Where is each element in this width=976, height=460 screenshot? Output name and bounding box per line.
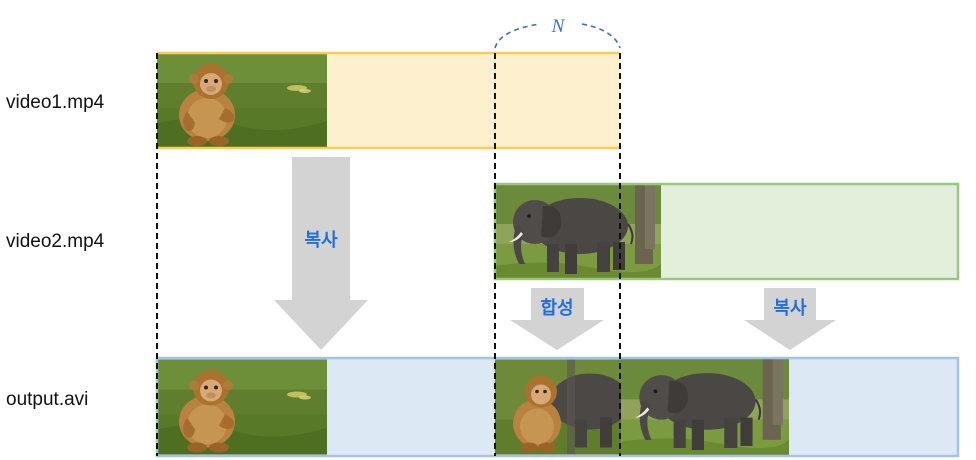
overlap-brace <box>494 23 621 49</box>
blend-arrow: 합성 <box>510 288 604 350</box>
blend-label: 합성 <box>540 297 573 319</box>
output-monkey-frame <box>157 359 327 455</box>
video1-monkey-frame <box>157 53 327 148</box>
output-blend-frame <box>495 359 621 455</box>
video2-elephant-frame <box>495 184 661 279</box>
blend-arrow-shape <box>510 288 604 350</box>
video2-border <box>493 182 960 281</box>
output-elephant-frame <box>621 358 789 456</box>
copy-label-left: 복사 <box>304 230 338 251</box>
video2-track <box>493 182 960 281</box>
copy-arrow-left: 복사 <box>274 157 368 350</box>
copy-arrow-right-shape <box>744 288 836 350</box>
copy-arrow-right: 복사 <box>744 288 836 350</box>
video2-label: video2.mp4 <box>6 231 105 252</box>
copy-label-right: 복사 <box>773 298 807 319</box>
video1-track <box>157 51 620 150</box>
video1-label: video1.mp4 <box>6 92 105 113</box>
output-track <box>155 356 960 458</box>
copy-arrow-shape <box>274 157 368 350</box>
output-label: output.avi <box>6 389 88 410</box>
overlap-n-label: N <box>551 16 566 37</box>
guide-lines <box>156 53 621 456</box>
